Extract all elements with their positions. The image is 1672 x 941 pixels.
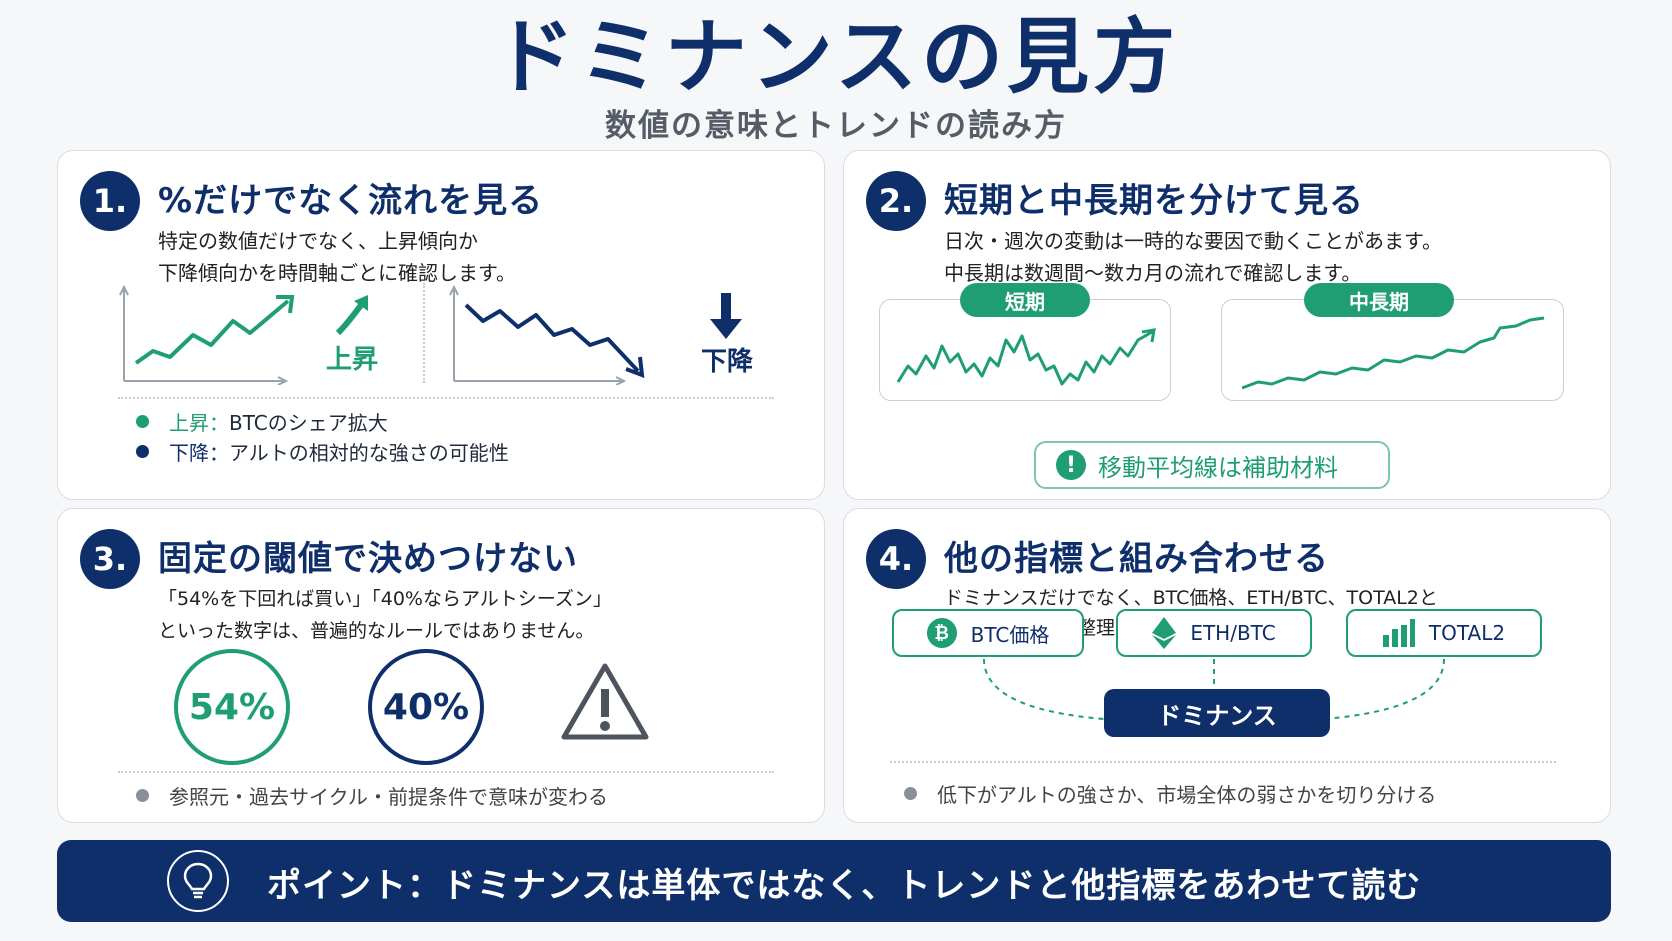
exclamation-icon: !: [1056, 450, 1086, 480]
green-dot-icon: [136, 415, 149, 428]
card-number: 4.: [866, 529, 926, 589]
warning-icon: [561, 663, 649, 740]
card-description: 特定の数値だけでなく、上昇傾向か 下降傾向かを時間軸ごとに確認します。: [158, 229, 516, 285]
card-timeframes: 2. 短期と中長期を分けて見る 日次・週次の変動は一時的な要因で動くことがあます…: [843, 150, 1611, 500]
indicator-total2: TOTAL2: [1346, 609, 1542, 657]
card-title: 短期と中長期を分けて見る: [944, 181, 1364, 221]
downtrend-chart-icon: [449, 284, 645, 385]
divider: [118, 397, 774, 399]
card-combine: 4. 他の指標と組み合わせる ドミナンスだけでなく、BTC価格、ETH/BTC、…: [843, 508, 1611, 823]
card-number: 3.: [80, 529, 140, 589]
long-term-panel: [1221, 299, 1564, 401]
value-circle-40: 40%: [368, 649, 484, 765]
card-title: 固定の閾値で決めつけない: [158, 539, 578, 579]
up-label: 上昇: [326, 345, 379, 375]
gray-dot-icon: [136, 789, 149, 802]
card-thresholds: 3. 固定の閾値で決めつけない 「54%を下回れば買い」「40%ならアルトシーズ…: [57, 508, 825, 823]
card-title: %だけでなく流れを見る: [158, 181, 544, 221]
card-number: 2.: [866, 171, 926, 231]
value-circle-54: 54%: [174, 649, 290, 765]
card-trend: 1. %だけでなく流れを見る 特定の数値だけでなく、上昇傾向か 下降傾向かを時間…: [57, 150, 825, 500]
navy-dot-icon: [136, 445, 149, 458]
point-text: ポイント：ドミナンスは単体ではなく、トレンドと他指標をあわせて読む: [267, 866, 1422, 906]
page-title: ドミナンスの見方: [492, 10, 1180, 105]
up-arrow-icon: [335, 295, 368, 336]
uptrend-chart-icon: [119, 284, 295, 385]
ethereum-icon: [1152, 617, 1177, 649]
dominance-center-box: ドミナンス: [1104, 689, 1330, 737]
lightbulb-icon: [167, 850, 229, 912]
short-term-chart-icon: [896, 328, 1156, 386]
gray-dot-icon: [904, 787, 917, 800]
long-term-chart-icon: [1241, 316, 1545, 390]
point-banner: ポイント：ドミナンスは単体ではなく、トレンドと他指標をあわせて読む: [57, 840, 1611, 922]
down-arrow-icon: [710, 293, 742, 339]
legend-down: 下降： アルトの相対的な強さの可能性: [136, 437, 509, 466]
footer-note: 参照元・過去サイクル・前提条件で意味が変わる: [136, 781, 608, 810]
connector-lines: [983, 658, 1445, 720]
page-subtitle: 数値の意味とトレンドの読み方: [605, 108, 1067, 144]
legend-up: 上昇： BTCのシェア拡大: [136, 407, 388, 436]
long-term-badge: 中長期: [1304, 283, 1454, 317]
bar-chart-icon: [1382, 619, 1415, 647]
bitcoin-icon: ₿: [926, 618, 957, 648]
divider: [118, 771, 774, 773]
indicator-btc-price: ₿ BTC価格: [892, 609, 1084, 657]
card-description: 「54%を下回れば買い」「40%ならアルトシーズン」 といった数字は、普遍的なル…: [158, 588, 612, 642]
card-title: 他の指標と組み合わせる: [944, 539, 1329, 579]
divider: [423, 283, 425, 383]
down-label: 下降: [701, 347, 754, 377]
card-description: 日次・週次の変動は一時的な要因で動くことがあます。 中長期は数週間〜数カ月の流れ…: [944, 229, 1442, 285]
indicator-eth-btc: ETH/BTC: [1116, 609, 1312, 657]
note-box: ! 移動平均線は補助材料: [1034, 441, 1390, 489]
short-term-badge: 短期: [960, 283, 1090, 317]
divider: [890, 761, 1556, 763]
card-number: 1.: [80, 171, 140, 231]
footer-note: 低下がアルトの強さか、市場全体の弱さかを切り分ける: [904, 779, 1436, 808]
